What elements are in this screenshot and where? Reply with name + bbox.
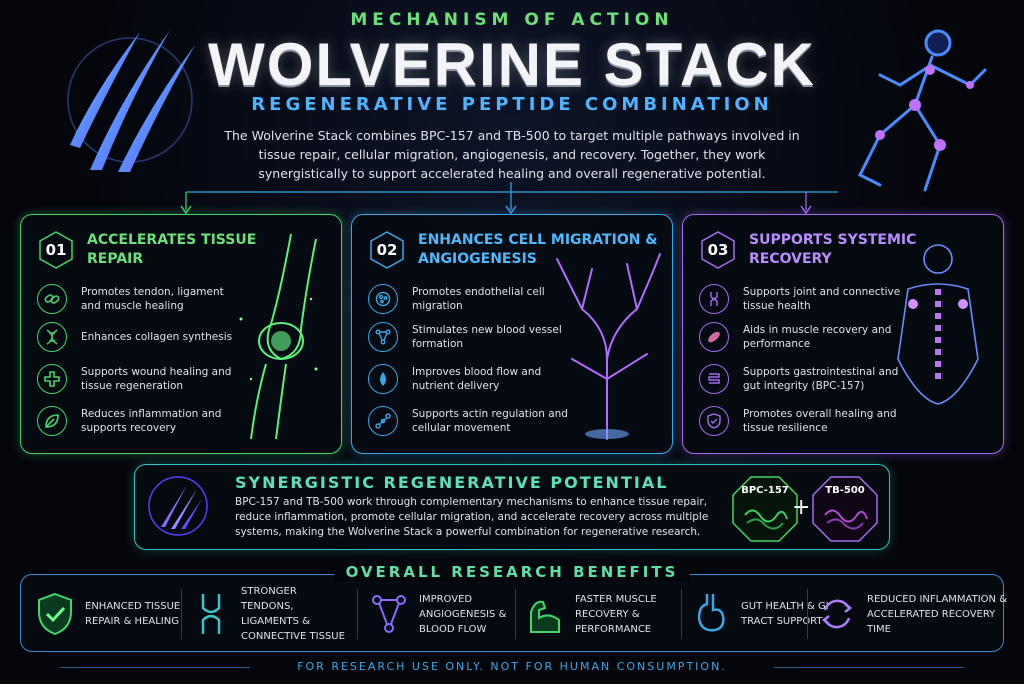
cycle-arrows-icon bbox=[821, 599, 853, 629]
list-item: Stimulates new blood vessel formation bbox=[368, 319, 577, 355]
joint-icon bbox=[699, 284, 729, 314]
item-text: Aids in muscle recovery and performance bbox=[743, 324, 892, 350]
panel-number: 03 bbox=[707, 241, 729, 259]
list-item: Enhances collagen synthesis bbox=[37, 319, 246, 355]
list-item: Supports actin regulation and cellular m… bbox=[368, 403, 577, 439]
flexed-arm-icon bbox=[530, 600, 560, 633]
panel-systemic-recovery: 03 SUPPORTS SYSTEMIC RECOVERY Supports j… bbox=[682, 214, 1004, 454]
benefit-text: FASTER MUSCLE RECOVERY & PERFORMANCE bbox=[575, 593, 657, 635]
benefit-item: GUT HEALTH & GI TRACT SUPPORT bbox=[691, 589, 851, 639]
list-item: Reduces inflammation and supports recove… bbox=[37, 403, 246, 439]
panel-number-badge: 03 bbox=[699, 231, 737, 269]
list-item: Improves blood flow and nutrient deliver… bbox=[368, 361, 577, 397]
benefit-item: STRONGER TENDONS, LIGAMENTS & CONNECTIVE… bbox=[191, 586, 351, 642]
item-text: Supports wound healing and tissue regene… bbox=[81, 366, 232, 392]
claw-marks-icon bbox=[148, 476, 208, 536]
item-text: Stimulates new blood vessel formation bbox=[412, 324, 562, 350]
benefits-title: OVERALL RESEARCH BENEFITS bbox=[0, 563, 1024, 581]
item-text: Enhances collagen synthesis bbox=[81, 331, 233, 343]
item-text: Reduces inflammation and supports recove… bbox=[81, 408, 222, 434]
claw-marks-icon bbox=[67, 30, 195, 172]
plus-sign: + bbox=[792, 495, 811, 520]
divider bbox=[515, 589, 516, 639]
vessel-network-icon bbox=[372, 595, 406, 633]
synergy-title: SYNERGISTIC REGENERATIVE POTENTIAL bbox=[235, 473, 669, 492]
knee-joint-icon bbox=[201, 594, 221, 634]
list-item: Promotes endothelial cell migration bbox=[368, 281, 577, 317]
list-item: Promotes tendon, ligament and muscle hea… bbox=[37, 281, 246, 317]
cell-icon bbox=[368, 284, 398, 314]
benefit-text: STRONGER TENDONS, LIGAMENTS & CONNECTIVE… bbox=[241, 586, 345, 642]
benefits-title-text: OVERALL RESEARCH BENEFITS bbox=[333, 563, 691, 581]
benefit-item: IMPROVED ANGIOGENESIS & BLOOD FLOW bbox=[369, 589, 529, 639]
panel-number-badge: 01 bbox=[37, 231, 75, 269]
benefit-text: IMPROVED ANGIOGENESIS & BLOOD FLOW bbox=[419, 593, 507, 635]
blood-drop-icon bbox=[368, 364, 398, 394]
knee-illustration bbox=[239, 233, 318, 440]
peptide-label: TB-500 bbox=[825, 485, 865, 496]
dna-icon bbox=[37, 322, 67, 352]
shield-check-icon bbox=[699, 406, 729, 436]
item-text: Supports gastrointestinal and gut integr… bbox=[743, 366, 899, 392]
panel-number: 01 bbox=[45, 241, 67, 259]
divider bbox=[681, 589, 682, 639]
plus-cross-icon bbox=[37, 364, 67, 394]
molecule-icon bbox=[368, 406, 398, 436]
stomach-icon bbox=[697, 594, 725, 632]
panel-tissue-repair: 01 ACCELERATES TISSUE REPAIR Promotes te… bbox=[20, 214, 342, 454]
item-text: Supports actin regulation and cellular m… bbox=[412, 408, 568, 434]
muscle-fiber-icon bbox=[699, 322, 729, 352]
benefit-item: FASTER MUSCLE RECOVERY & PERFORMANCE bbox=[525, 589, 685, 639]
benefit-text: GUT HEALTH & GI TRACT SUPPORT bbox=[741, 601, 829, 627]
footer-line-left bbox=[60, 667, 250, 668]
synergy-text: BPC-157 and TB-500 work through compleme… bbox=[235, 496, 709, 538]
spine-illustration bbox=[897, 244, 979, 405]
bpc157-badge: BPC-157 bbox=[731, 475, 799, 543]
panel-connector bbox=[180, 182, 838, 215]
page-title: WOLVERINE STACK bbox=[208, 31, 816, 98]
kicker-text: MECHANISM OF ACTION bbox=[350, 10, 674, 30]
vessel-network-icon bbox=[368, 322, 398, 352]
divider bbox=[807, 589, 808, 639]
benefit-text: ENHANCED TISSUE REPAIR & HEALING bbox=[85, 601, 181, 627]
item-text: Promotes overall healing and tissue resi… bbox=[743, 408, 897, 434]
synergy-panel: SYNERGISTIC REGENERATIVE POTENTIAL BPC-1… bbox=[134, 464, 890, 550]
shield-check-icon bbox=[38, 592, 72, 636]
panel-title: SUPPORTS SYSTEMIC RECOVERY bbox=[749, 232, 917, 267]
intestine-icon bbox=[699, 364, 729, 394]
benefit-item: ENHANCED TISSUE REPAIR & HEALING bbox=[35, 589, 195, 639]
list-item: Supports wound healing and tissue regene… bbox=[37, 361, 246, 397]
list-item: Supports joint and connective tissue hea… bbox=[699, 281, 908, 317]
divider bbox=[181, 589, 182, 639]
list-item: Aids in muscle recovery and performance bbox=[699, 319, 908, 355]
benefit-text: REDUCED INFLAMMATION & ACCELERATED RECOV… bbox=[867, 593, 1007, 635]
panel-title: ACCELERATES TISSUE REPAIR bbox=[87, 232, 257, 267]
benefits-panel: ENHANCED TISSUE REPAIR & HEALING STRONGE… bbox=[20, 574, 1007, 652]
list-item: Supports gastrointestinal and gut integr… bbox=[699, 361, 908, 397]
panel-title: ENHANCES CELL MIGRATION & ANGIOGENESIS bbox=[418, 232, 658, 267]
panel-number: 02 bbox=[376, 241, 398, 259]
panel-cell-migration: 02 ENHANCES CELL MIGRATION & ANGIOGENESI… bbox=[351, 214, 673, 454]
tb500-badge: TB-500 bbox=[811, 475, 879, 543]
running-figure-icon bbox=[857, 29, 987, 192]
benefit-item: REDUCED INFLAMMATION & ACCELERATED RECOV… bbox=[817, 589, 1007, 639]
item-text: Supports joint and connective tissue hea… bbox=[743, 286, 901, 312]
panel-number-badge: 02 bbox=[368, 231, 406, 269]
item-text: Promotes endothelial cell migration bbox=[412, 286, 545, 312]
peptide-label: BPC-157 bbox=[741, 485, 789, 496]
page-subtitle: REGENERATIVE PEPTIDE COMBINATION bbox=[251, 94, 773, 115]
divider bbox=[357, 589, 358, 639]
list-item: Promotes overall healing and tissue resi… bbox=[699, 403, 908, 439]
intro-text: The Wolverine Stack combines BPC-157 and… bbox=[224, 128, 800, 181]
chain-link-icon bbox=[37, 284, 67, 314]
item-text: Improves blood flow and nutrient deliver… bbox=[412, 366, 542, 392]
footer-disclaimer: FOR RESEARCH USE ONLY. NOT FOR HUMAN CON… bbox=[297, 660, 727, 673]
leaf-icon bbox=[37, 406, 67, 436]
footer-line-right bbox=[774, 667, 964, 668]
vessel-tree-illustration bbox=[556, 253, 661, 440]
item-text: Promotes tendon, ligament and muscle hea… bbox=[81, 286, 224, 312]
